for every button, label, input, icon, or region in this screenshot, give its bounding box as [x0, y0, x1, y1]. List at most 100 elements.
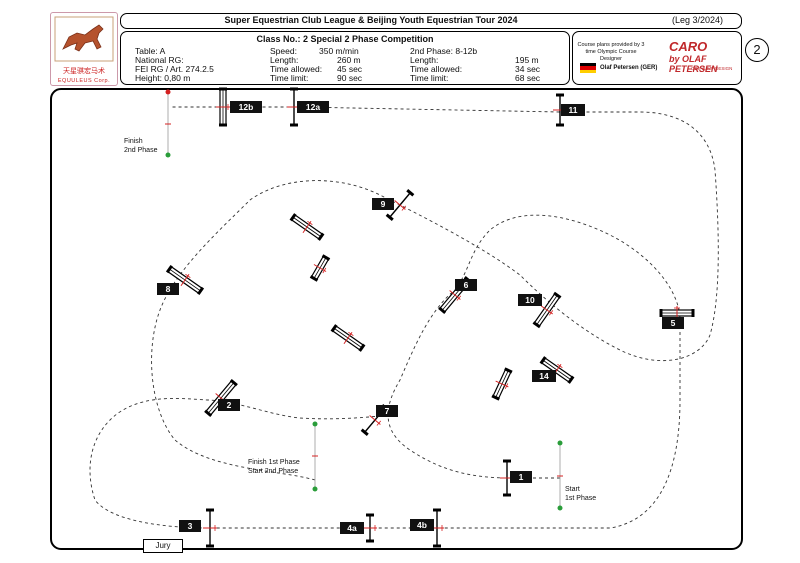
info-phase2-time-allowed-value: 34 sec	[515, 64, 541, 74]
jump-obstacle	[385, 189, 415, 221]
jump-obstacle	[216, 87, 230, 127]
info-length-value: 260 m	[337, 55, 361, 65]
jump-number-9: 9	[381, 199, 386, 209]
info-time-allowed-value: 45 sec	[337, 64, 363, 74]
german-flag-icon	[580, 63, 596, 73]
jump-number-4a: 4a	[347, 523, 357, 533]
green-flag-icon	[165, 152, 171, 158]
jump-number-box	[297, 101, 329, 113]
club-logo: 天星骐宏马术 EQUULEUS Corp.	[50, 12, 118, 86]
course-route	[89, 106, 719, 529]
jump-number-box	[372, 198, 394, 210]
jump-obstacle	[539, 356, 575, 384]
jump-number-box	[510, 471, 532, 483]
green-flag-icon	[312, 421, 318, 427]
info-phase2-label: 2nd Phase: 8-12b	[410, 46, 478, 56]
info-phase2-time-limit-label: Time limit:	[410, 73, 449, 83]
finish-2nd-label-line2: 2nd Phase	[124, 147, 158, 154]
jump-number-box	[340, 522, 364, 534]
horse-logo-icon	[54, 16, 114, 62]
jump-obstacle	[491, 367, 513, 401]
logo-english-text: EQUULEUS Corp.	[57, 78, 111, 84]
jump-number-box	[532, 370, 556, 382]
info-time-limit-value: 90 sec	[337, 73, 363, 83]
labels-layer: 1 2 3 4a 4b 5 6 7 8 9 10 11 12a 12b 14	[157, 101, 684, 534]
jump-number-10: 10	[525, 295, 535, 305]
brand-subtitle: OBS JUMP DESIGN	[691, 66, 733, 71]
designer-note: Course plans provided by 3 time Olympic …	[577, 42, 645, 62]
course-designer-box: Course plans provided by 3 time Olympic …	[572, 31, 742, 85]
title-bar: Super Equestrian Club League & Beijing Y…	[120, 13, 742, 29]
info-phase2-length-value: 195 m	[515, 55, 539, 65]
jumps-layer	[165, 87, 695, 548]
jump-number-box	[561, 104, 585, 116]
jump-number-box	[376, 405, 398, 417]
jump-obstacle	[330, 324, 366, 352]
jump-number-4b: 4b	[417, 520, 427, 530]
info-phase2-length-label: Length:	[410, 55, 439, 65]
jump-number-12b: 12b	[239, 102, 254, 112]
jump-number-14: 14	[539, 371, 549, 381]
info-height: Height: 0,80 m	[135, 73, 191, 83]
event-title: Super Equestrian Club League & Beijing Y…	[224, 15, 518, 25]
info-length-label: Length:	[270, 55, 299, 65]
jump-obstacle	[165, 264, 205, 296]
jump-number-box	[410, 519, 434, 531]
arena-border	[50, 88, 743, 550]
info-table: Table: A	[135, 46, 166, 56]
info-phase2-time-limit-value: 68 sec	[515, 73, 541, 83]
jump-number-6: 6	[464, 280, 469, 290]
jump-obstacle	[363, 513, 377, 543]
jump-obstacle	[532, 291, 562, 329]
olaf-petersen-brand: by OLAF PETERSEN	[669, 54, 718, 74]
green-flag-icon	[557, 440, 563, 446]
finish-1st-phase-flags	[312, 421, 318, 492]
jump-number-8: 8	[166, 284, 171, 294]
start-1st-phase-flags	[557, 440, 563, 511]
green-flag-icon	[557, 505, 563, 511]
jump-number-box	[179, 520, 201, 532]
info-speed-label: Speed:	[270, 46, 297, 56]
info-fei-rg: FEI RG / Art. 274.2.5	[135, 64, 214, 74]
leg-label: (Leg 3/2024)	[671, 15, 723, 25]
jump-number-box	[157, 283, 179, 295]
jump-number-box	[230, 101, 262, 113]
start-1st-label-line1: Start	[565, 486, 580, 493]
caro-brand: CARO	[669, 39, 708, 54]
start-2nd-label-line2: Start 2nd Phase	[248, 468, 298, 475]
jump-obstacle	[203, 508, 217, 548]
jump-number-1: 1	[519, 472, 524, 482]
jump-obstacle	[204, 378, 238, 418]
jump-obstacle	[430, 508, 444, 548]
class-info-box: Class No.: 2 Special 2 Phase Competition…	[120, 31, 570, 85]
jump-number-3: 3	[188, 521, 193, 531]
info-time-limit-label: Time limit:	[270, 73, 309, 83]
green-flag-icon	[312, 486, 318, 492]
finish-2nd-label-line1: Finish	[124, 138, 143, 145]
info-time-allowed-label: Time allowed:	[270, 64, 323, 74]
class-number-badge: 2	[745, 38, 769, 62]
jump-number-box	[455, 279, 477, 291]
info-phase2-time-allowed-label: Time allowed:	[410, 64, 463, 74]
jump-number-5: 5	[671, 318, 676, 328]
jump-number-7: 7	[385, 406, 390, 416]
jump-number-12a: 12a	[306, 102, 320, 112]
finish-1st-label-line1: Finish 1st Phase	[248, 459, 300, 466]
designer-name: Olaf Petersen (GER)	[600, 65, 658, 71]
jump-obstacle	[309, 254, 331, 282]
jump-obstacle	[289, 213, 325, 241]
class-title: Class No.: 2 Special 2 Phase Competition	[256, 34, 434, 44]
finish-2nd-phase-flags	[165, 89, 171, 158]
jump-number-2: 2	[227, 400, 232, 410]
red-flag-icon	[165, 89, 171, 95]
start-1st-label-line2: 1st Phase	[565, 495, 596, 502]
info-speed-value: 350 m/min	[319, 46, 359, 56]
jump-number-box	[518, 294, 542, 306]
info-national-rg: National RG:	[135, 55, 184, 65]
jump-number-box	[662, 317, 684, 329]
jump-number-box	[218, 399, 240, 411]
logo-chinese-text: 天星骐宏马术	[63, 67, 105, 75]
jury-box: Jury	[143, 539, 183, 553]
jump-number-11: 11	[569, 105, 578, 115]
